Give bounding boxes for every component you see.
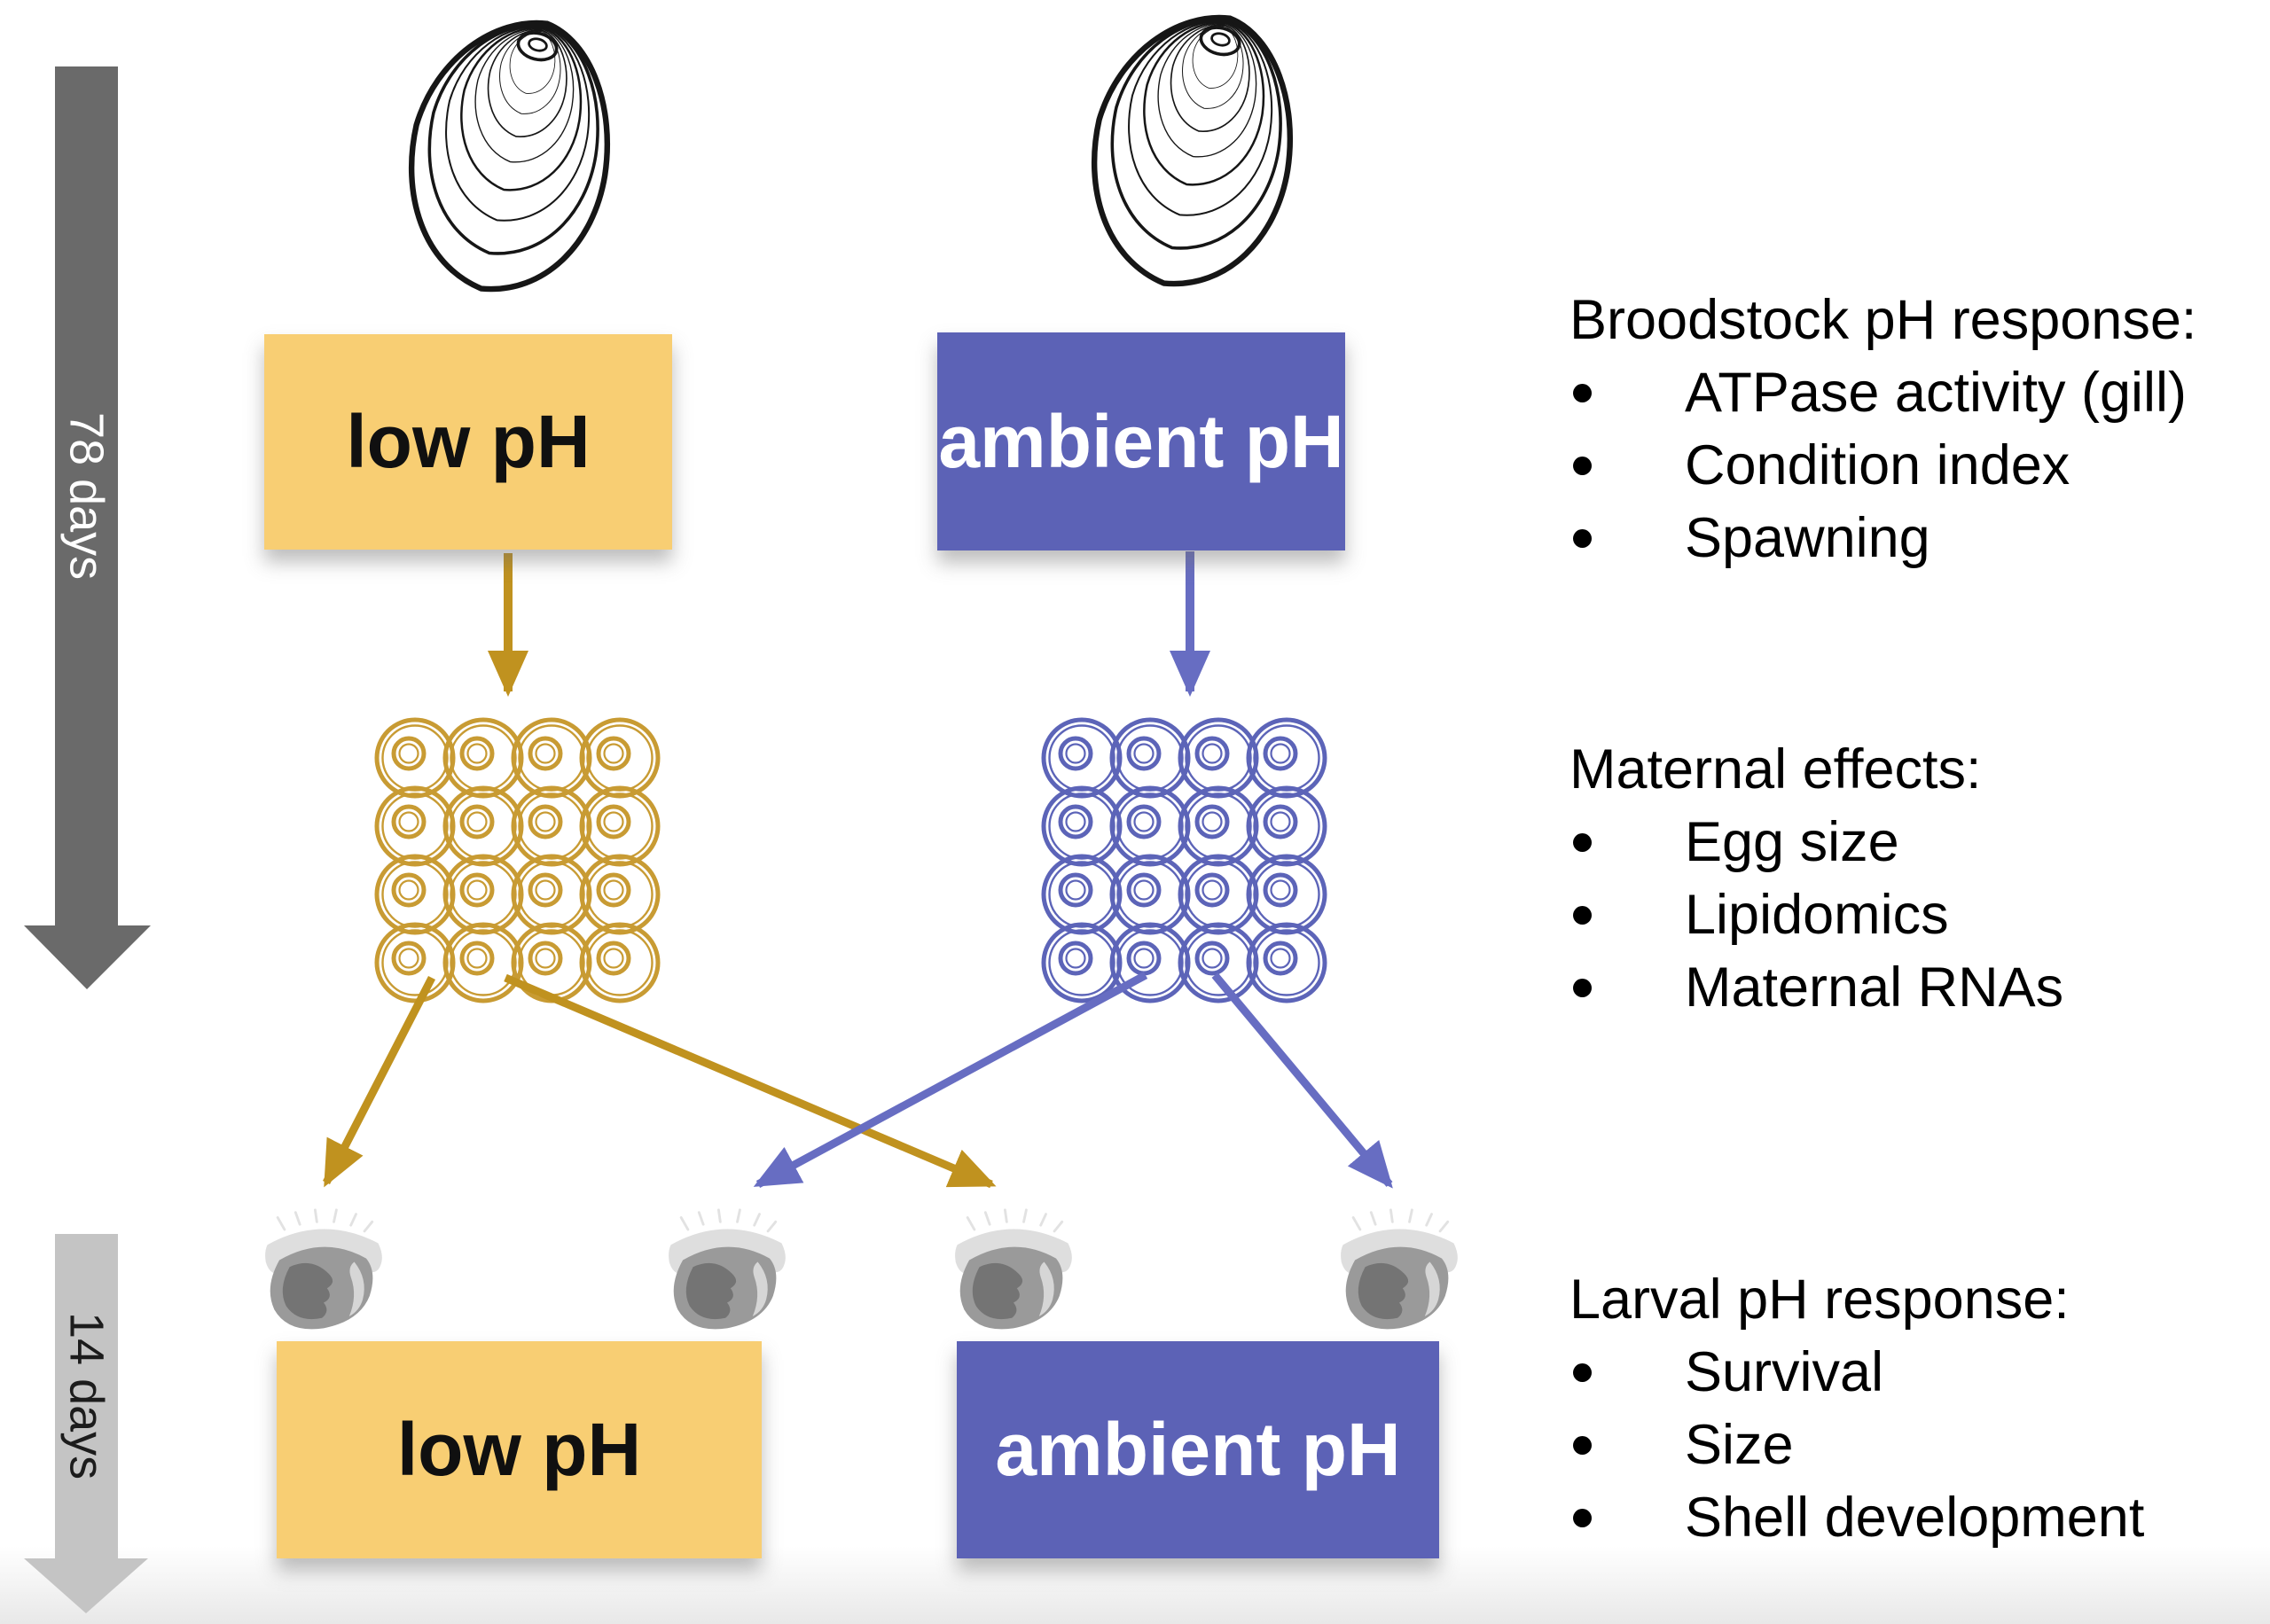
larva-icon-3: [953, 1208, 1074, 1331]
arrow-ambienteggs-to-ambientlarvae: [1211, 972, 1393, 1189]
larva-icon-4: [1339, 1208, 1460, 1331]
arrow-ambienteggs-to-lowlarvae: [753, 972, 1148, 1188]
broodstock-ambient-ph-label: ambient pH: [938, 399, 1344, 483]
larval-response-list: Survival Size Shell development: [1569, 1336, 2270, 1554]
broodstock-response-list: ATPase activity (gill) Condition index S…: [1569, 356, 2270, 574]
larva-icon-2: [667, 1208, 787, 1331]
clam-icon-ambient: [1065, 0, 1321, 306]
list-item: Egg size: [1569, 806, 2270, 878]
broodstock-low-ph-box: low pH: [264, 334, 672, 550]
larval-response-title: Larval pH response:: [1569, 1269, 2070, 1331]
maternal-effects-note: Maternal effects: Egg size Lipidomics Ma…: [1569, 733, 2270, 1024]
larval-low-ph-label: low pH: [396, 1408, 642, 1491]
timeline-arrow-14-days: [24, 1234, 148, 1613]
bottom-fade-gradient: [0, 1546, 2270, 1624]
broodstock-response-title: Broodstock pH response:: [1569, 289, 2197, 351]
timeline-label-14-days: 14 days: [59, 1312, 114, 1480]
list-item: Lipidomics: [1569, 878, 2270, 951]
larval-ambient-ph-box: ambient pH: [957, 1341, 1439, 1558]
larval-ambient-ph-label: ambient pH: [995, 1408, 1401, 1491]
larval-low-ph-box: low pH: [277, 1341, 762, 1558]
list-item: Maternal RNAs: [1569, 951, 2270, 1024]
arrow-loweggs-to-ambientlarvae: [504, 973, 997, 1189]
list-item: Survival: [1569, 1336, 2270, 1409]
maternal-effects-list: Egg size Lipidomics Maternal RNAs: [1569, 806, 2270, 1024]
timeline-label-78-days: 78 days: [59, 411, 114, 581]
list-item: Condition index: [1569, 429, 2270, 502]
broodstock-low-ph-label: low pH: [346, 400, 591, 483]
broodstock-response-note: Broodstock pH response: ATPase activity …: [1569, 284, 2270, 574]
maternal-effects-title: Maternal effects:: [1569, 738, 1982, 800]
list-item: Shell development: [1569, 1481, 2270, 1554]
egg-cluster-low-icon: [377, 720, 658, 1001]
larval-response-note: Larval pH response: Survival Size Shell …: [1569, 1263, 2270, 1554]
list-item: ATPase activity (gill): [1569, 356, 2270, 429]
arrow-loweggs-to-lowlarvae: [322, 975, 436, 1188]
clam-icon-low: [382, 0, 638, 311]
list-item: Size: [1569, 1409, 2270, 1481]
timeline-arrow-78-days: [24, 66, 151, 989]
egg-cluster-ambient-icon: [1044, 720, 1325, 1001]
list-item: Spawning: [1569, 502, 2270, 574]
broodstock-ambient-ph-box: ambient pH: [937, 332, 1345, 550]
larva-icon-1: [263, 1208, 384, 1331]
